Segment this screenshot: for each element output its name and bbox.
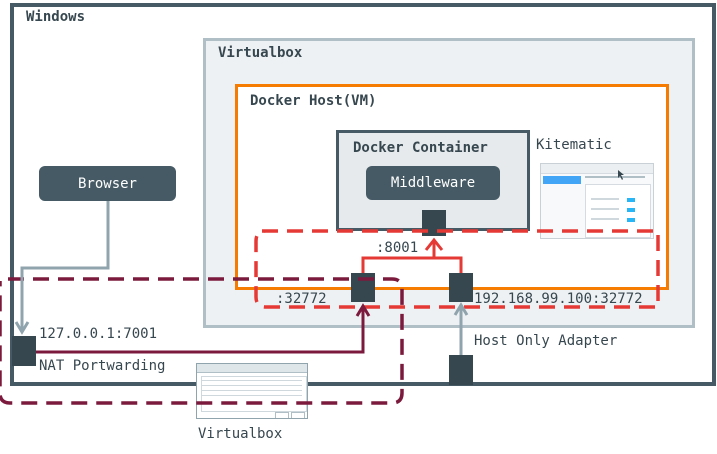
browser-to-nat-line bbox=[20, 201, 110, 332]
host-only-port-block bbox=[449, 273, 473, 302]
container-port-arrowhead bbox=[424, 237, 444, 251]
hostports-to-container-line bbox=[361, 256, 463, 273]
host-only-adapter-block bbox=[449, 355, 473, 385]
docker-mapping-dashed-region bbox=[254, 229, 660, 309]
nat-port-block bbox=[12, 336, 36, 366]
virtualbox-port-forwarding-screenshot bbox=[196, 363, 308, 419]
browser-to-nat-arrowhead bbox=[14, 321, 30, 335]
nat-forwarding-label: NAT Portwarding bbox=[39, 358, 166, 374]
kitematic-label: Kitematic bbox=[536, 137, 612, 153]
virtualbox-caption: Virtualbox bbox=[198, 426, 283, 442]
localhost-address-label: 127.0.0.1:7001 bbox=[39, 326, 158, 342]
adapter-to-hostonly-arrowhead bbox=[453, 302, 469, 316]
docker-host-title: Docker Host(VM) bbox=[250, 93, 377, 109]
container-port-label: :8001 bbox=[376, 240, 419, 256]
nat-to-hostport-arrowhead bbox=[355, 303, 371, 317]
kitematic-screenshot bbox=[540, 163, 654, 239]
virtualbox-title: Virtualbox bbox=[218, 45, 303, 61]
host-port-label: :32772 bbox=[276, 291, 327, 307]
host-only-adapter-label: Host Only Adapter bbox=[474, 333, 618, 349]
docker-container-title: Docker Container bbox=[353, 140, 488, 156]
nat-dashed-region bbox=[0, 277, 404, 405]
nat-to-hostport-line bbox=[36, 306, 365, 354]
browser-box: Browser bbox=[39, 166, 176, 201]
middleware-box: Middleware bbox=[366, 166, 500, 200]
cursor-icon bbox=[618, 170, 624, 180]
host-only-address-label: 192.168.99.100:32772 bbox=[474, 291, 643, 307]
windows-title: Windows bbox=[26, 9, 86, 25]
